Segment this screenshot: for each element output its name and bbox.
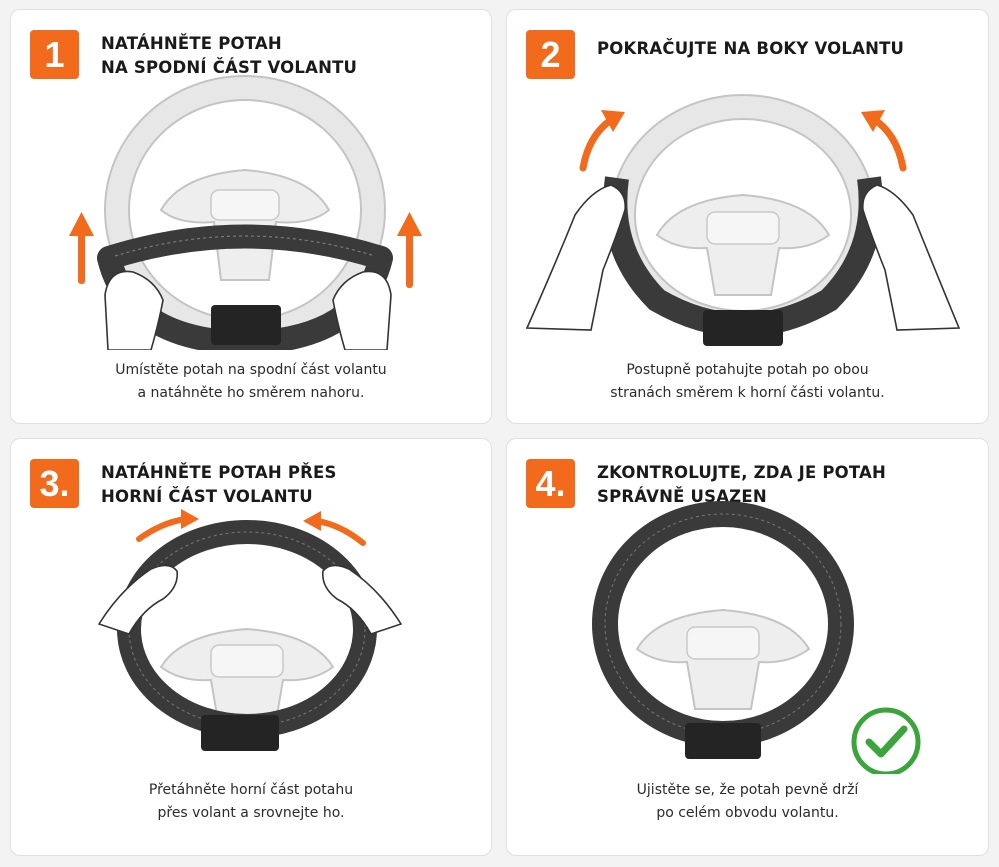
up-arrow-icon (861, 110, 907, 172)
step-number-badge: 3. (30, 459, 79, 508)
step-title: POKRAČUJTE NA BOKY VOLANTU (597, 39, 905, 58)
up-arrow-icon (69, 212, 94, 284)
wheel-cover (592, 501, 854, 759)
wheel-cover (603, 176, 883, 346)
up-arrow-icon (579, 110, 625, 172)
hands (104, 270, 392, 350)
step-title: ZKONTROLUJTE, ZDA JE POTAH SPRÁVNĚ USAZE… (597, 463, 887, 506)
up-arrow-icon (397, 212, 422, 288)
up-arrow-icon (136, 509, 199, 542)
step-caption: Ujistěte se, že potah pevně drží po celé… (636, 782, 859, 821)
step-3-illustration (97, 509, 403, 751)
step-caption: Přetáhněte horní část potahu přes volant… (148, 782, 354, 821)
step-caption: Postupně potahujte potah po obou stranác… (610, 362, 885, 401)
step-4-illustration (592, 501, 921, 774)
step-number-badge: 1 (30, 30, 79, 79)
step-card-2: 2 POKRAČUJTE NA BOKY VOLANTU Postupně po… (506, 9, 989, 424)
hands (97, 564, 403, 635)
up-arrow-icon (303, 511, 366, 546)
step-caption: Umístěte potah na spodní část volantu a … (115, 362, 387, 401)
step-number-badge: 2 (526, 30, 575, 79)
check-circle-icon (851, 707, 921, 774)
step-card-4: 4. ZKONTROLUJTE, ZDA JE POTAH SPRÁVNĚ US… (506, 438, 989, 856)
step-2-illustration (525, 94, 961, 346)
steering-wheel (159, 627, 335, 728)
step-title: NATÁHNĚTE POTAH PŘES HORNÍ ČÁST VOLANTU (101, 463, 337, 506)
step-number-badge: 4. (526, 459, 575, 508)
step-title: NATÁHNĚTE POTAH NA SPODNÍ ČÁST VOLANTU (101, 34, 358, 77)
step-card-3: 3. NATÁHNĚTE POTAH PŘES HORNÍ ČÁST VOLAN… (10, 438, 492, 856)
step-1-illustration (69, 75, 422, 350)
hands (525, 184, 961, 331)
steering-wheel (635, 608, 811, 710)
step-card-1: 1 NATÁHNĚTE POTAH NA SPODNÍ ČÁST VOLANTU (10, 9, 492, 424)
